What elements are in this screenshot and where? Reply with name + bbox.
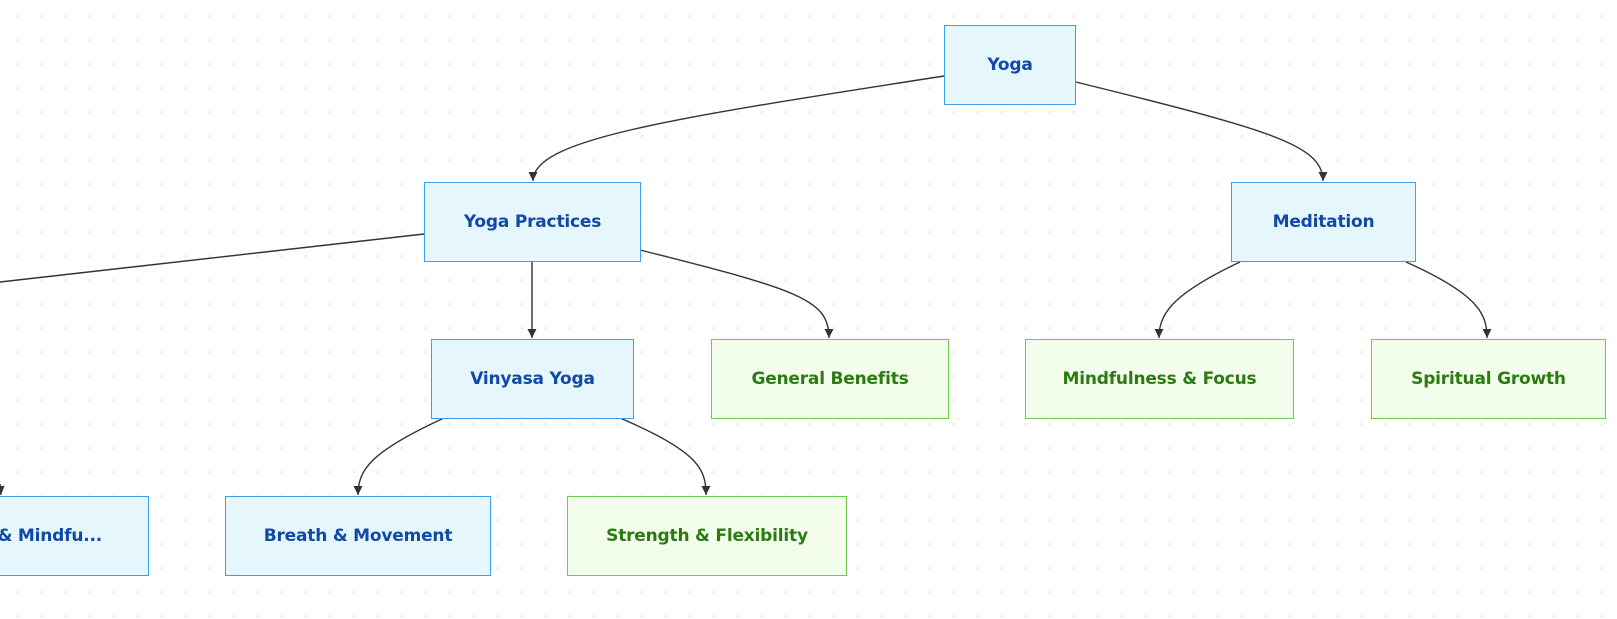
node-mindfulness-focus-label: Mindfulness & Focus [1062, 369, 1257, 389]
node-breath-movement-label: Breath & Movement [263, 526, 453, 546]
edge-yoga-to-meditation [1075, 81, 1328, 182]
node-yoga-practices-label: Yoga Practices [463, 212, 602, 232]
node-strength-flexibility[interactable]: Strength & Flexibility [567, 496, 847, 576]
edge-vinyasa-to-breath-movement [353, 417, 445, 496]
node-meditation[interactable]: Meditation [1231, 182, 1416, 262]
node-breath-movement[interactable]: Breath & Movement [225, 496, 491, 576]
edge-meditation-to-spiritual-growth [1405, 261, 1492, 339]
node-mindfulness-focus[interactable]: Mindfulness & Focus [1025, 339, 1294, 419]
node-general-benefits[interactable]: General Benefits [711, 339, 949, 419]
node-spiritual-growth-label: Spiritual Growth [1411, 369, 1566, 389]
edge-yoga-to-yoga-practices [528, 75, 945, 182]
edge-offscreen-to-truncated-node [0, 483, 5, 496]
node-spiritual-growth[interactable]: Spiritual Growth [1371, 339, 1606, 419]
node-vinyasa-yoga[interactable]: Vinyasa Yoga [431, 339, 634, 419]
edge-yoga-practices-to-offscreen [0, 233, 425, 283]
node-meditation-label: Meditation [1272, 212, 1375, 232]
node-yoga-label: Yoga [987, 55, 1033, 75]
node-truncated-mindfulness[interactable]: & Mindfu... [0, 496, 149, 576]
node-general-benefits-label: General Benefits [751, 369, 909, 389]
node-truncated-mindfulness-label: & Mindfu... [0, 526, 102, 546]
node-vinyasa-yoga-label: Vinyasa Yoga [470, 369, 595, 389]
node-strength-flexibility-label: Strength & Flexibility [606, 526, 808, 546]
edge-meditation-to-mindfulness-focus [1154, 261, 1241, 339]
edge-yoga-practices-to-general-benefits [639, 249, 834, 339]
edge-vinyasa-to-strength-flexibility [619, 417, 711, 496]
node-yoga[interactable]: Yoga [944, 25, 1076, 105]
node-yoga-practices[interactable]: Yoga Practices [424, 182, 641, 262]
